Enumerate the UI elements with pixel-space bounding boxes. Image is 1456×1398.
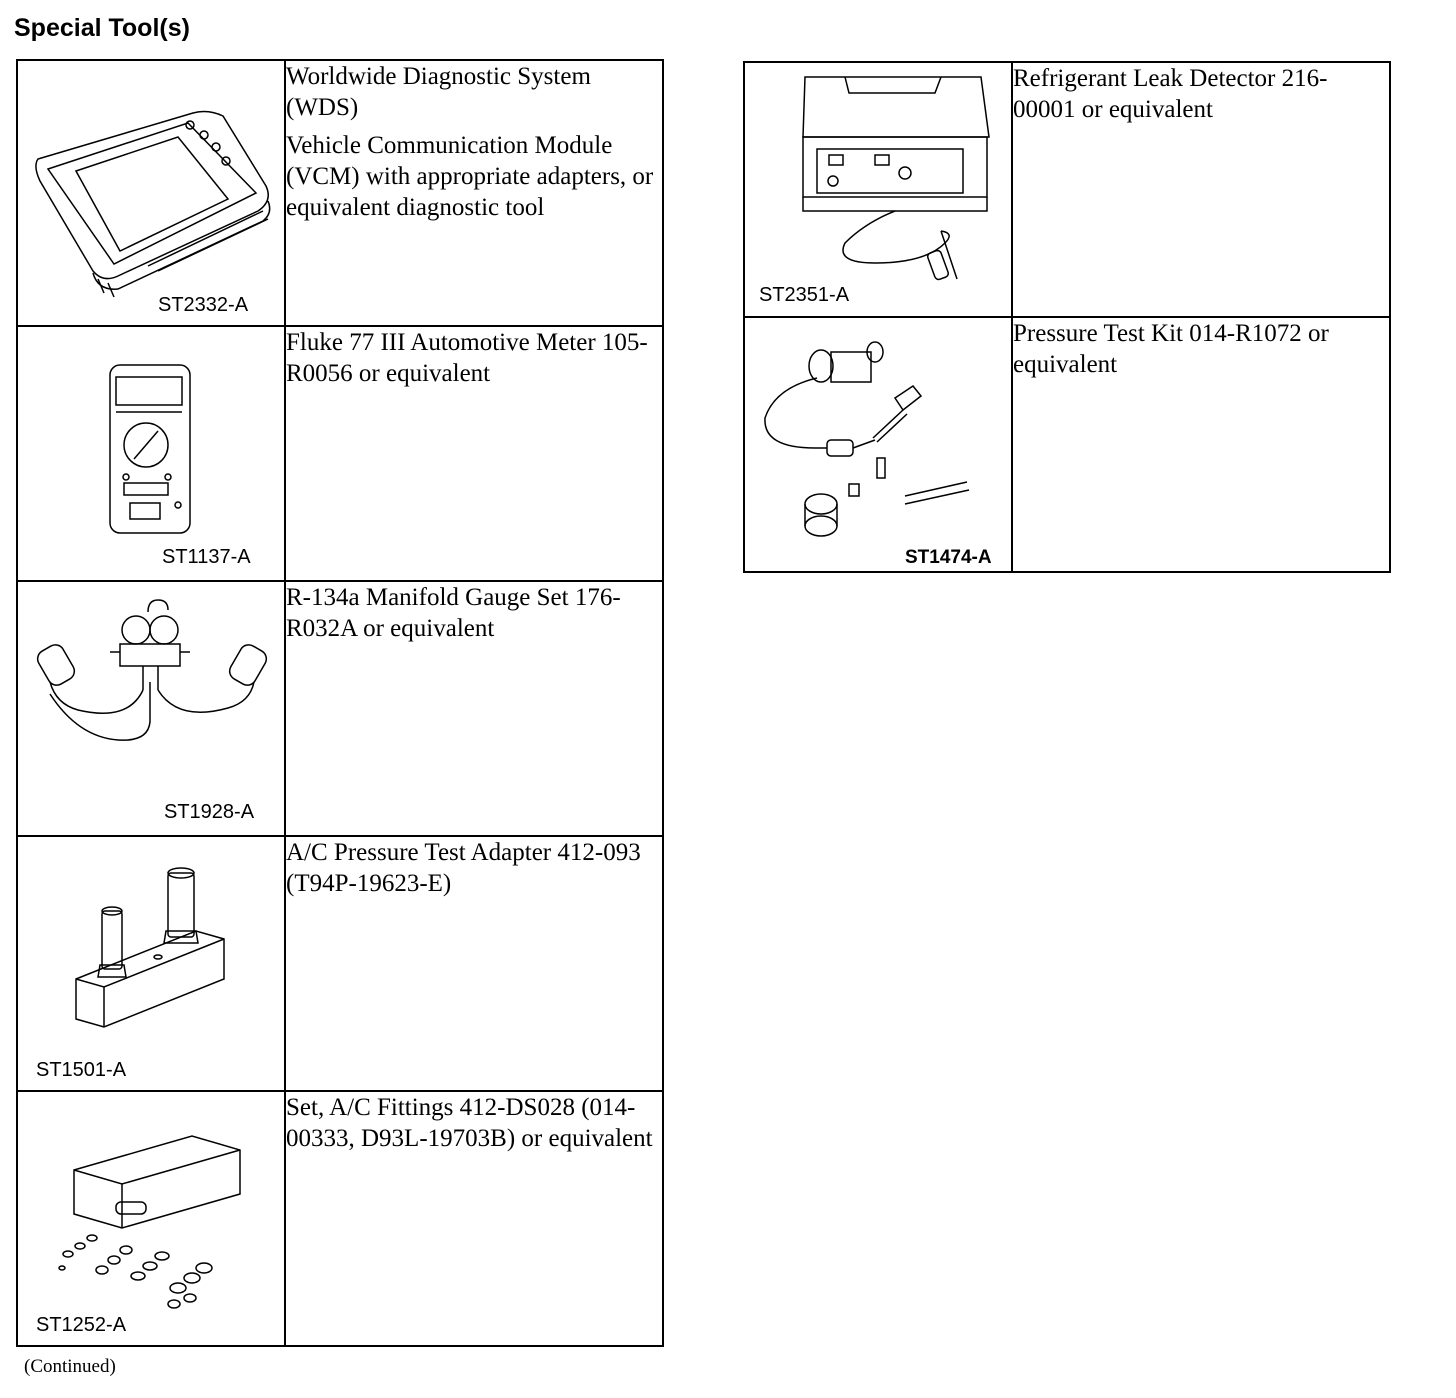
tool-description: A/C Pressure Test Adapter 412-093 (T94P-…	[286, 839, 641, 897]
continued-note: (Continued)	[24, 1356, 116, 1377]
tool-description: Set, A/C Fittings 412-DS028 (014-00333, …	[286, 1094, 653, 1152]
table-row: ST1501-A A/C Pressure Test Adapter 412-0…	[16, 835, 664, 1092]
tool-illustration-cell: ST1474-A	[743, 316, 1013, 573]
tools-table-left: ST2332-A Worldwide Diagnostic System (WD…	[16, 59, 664, 1347]
table-row: ST1474-A Pressure Test Kit 014-R1072 or …	[743, 316, 1391, 573]
tool-illustration-cell: ST1137-A	[16, 325, 286, 582]
multimeter-icon	[18, 327, 284, 582]
tool-code: ST1928-A	[164, 801, 255, 823]
tool-illustration-cell: ST1928-A	[16, 580, 286, 837]
tool-description-cell: Pressure Test Kit 014-R1072 or equivalen…	[1011, 316, 1391, 573]
tool-description: Vehicle Communication Module (VCM) with …	[286, 132, 654, 221]
tool-description: Pressure Test Kit 014-R1072 or equivalen…	[1013, 320, 1329, 378]
tool-illustration-cell: ST1501-A	[16, 835, 286, 1092]
tool-code: ST1252-A	[36, 1314, 127, 1336]
leak-detector-icon	[745, 63, 1011, 318]
table-row: ST1928-A R-134a Manifold Gauge Set 176-R…	[16, 580, 664, 837]
tool-description: Refrigerant Leak Detector 216-00001 or e…	[1013, 65, 1328, 123]
fittings-case-icon	[18, 1092, 284, 1347]
tool-code: ST1137-A	[162, 546, 251, 568]
tool-description-cell: Set, A/C Fittings 412-DS028 (014-00333, …	[284, 1090, 664, 1347]
manifold-gauge-icon	[18, 582, 284, 837]
tool-description-cell: A/C Pressure Test Adapter 412-093 (T94P-…	[284, 835, 664, 1092]
pressure-test-kit-icon	[745, 318, 1011, 573]
page-title: Special Tool(s)	[14, 14, 190, 42]
tool-description: Fluke 77 III Automotive Meter 105-R0056 …	[286, 329, 648, 387]
diagnostic-tablet-icon	[18, 61, 284, 327]
tool-description: R-134a Manifold Gauge Set 176-R032A or e…	[286, 584, 621, 642]
table-row: ST1252-A Set, A/C Fittings 412-DS028 (01…	[16, 1090, 664, 1347]
table-row: ST2351-A Refrigerant Leak Detector 216-0…	[743, 61, 1391, 318]
tool-code: ST1501-A	[36, 1059, 127, 1081]
tools-table-right: ST2351-A Refrigerant Leak Detector 216-0…	[743, 61, 1391, 573]
tool-illustration-cell: ST2332-A	[16, 59, 286, 327]
pressure-adapter-icon	[18, 837, 284, 1092]
tool-description: Worldwide Diagnostic System (WDS)	[286, 63, 591, 121]
table-row: ST2332-A Worldwide Diagnostic System (WD…	[16, 59, 664, 327]
tool-code: ST2332-A	[158, 294, 249, 316]
tool-description-cell: Fluke 77 III Automotive Meter 105-R0056 …	[284, 325, 664, 582]
tool-description-cell: R-134a Manifold Gauge Set 176-R032A or e…	[284, 580, 664, 837]
tool-illustration-cell: ST1252-A	[16, 1090, 286, 1347]
tool-description-cell: Refrigerant Leak Detector 216-00001 or e…	[1011, 61, 1391, 318]
tool-code: ST1474-A	[905, 547, 992, 568]
tool-description-cell: Worldwide Diagnostic System (WDS) Vehicl…	[284, 59, 664, 327]
tool-illustration-cell: ST2351-A	[743, 61, 1013, 318]
tool-code: ST2351-A	[759, 284, 850, 306]
table-row: ST1137-A Fluke 77 III Automotive Meter 1…	[16, 325, 664, 582]
